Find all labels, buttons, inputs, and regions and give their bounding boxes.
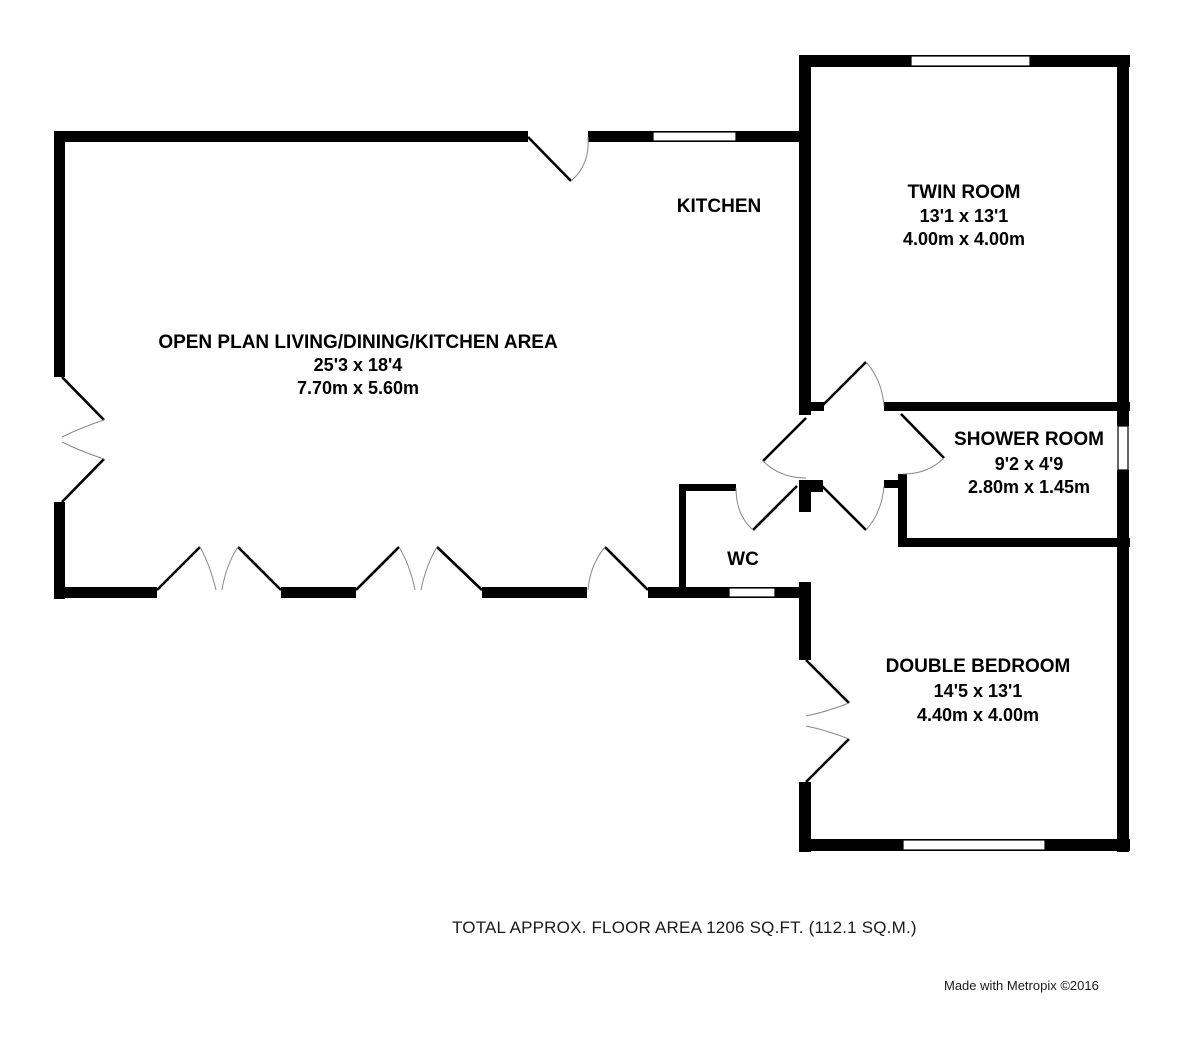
shower-room-name: SHOWER ROOM [954,429,1104,450]
open-plan-imperial: 25'3 x 18'4 [314,355,403,375]
door-living-bottom-single [587,546,649,591]
room-label-twin-room: TWIN ROOM 13'1 x 13'1 4.00m x 4.00m [903,182,1025,249]
door-hallway-left [762,417,807,479]
door-living-left-french [61,376,105,503]
door-kitchen-top [527,136,589,182]
door-shower-room [900,413,945,475]
door-double-bedroom-french [805,659,850,783]
door-twin-room [821,361,885,407]
shower-room-imperial: 9'2 x 4'9 [995,454,1064,474]
window-twin-room [910,55,1031,67]
windows [652,55,1129,851]
door-living-bottom-french-2 [355,546,483,591]
shower-room-metric: 2.80m x 1.45m [968,477,1090,497]
double-bedroom-metric: 4.40m x 4.00m [917,705,1039,725]
total-floor-area: TOTAL APPROX. FLOOR AREA 1206 SQ.FT. (11… [452,918,917,937]
double-bedroom-imperial: 14'5 x 13'1 [934,681,1023,701]
door-wc [735,485,798,531]
doors [61,136,945,783]
bedroom-block-walls [799,55,1130,852]
room-label-kitchen: KITCHEN [677,196,761,217]
door-double-bedroom-hall [821,485,885,531]
twin-room-imperial: 13'1 x 13'1 [920,206,1009,226]
wc-walls [679,484,736,592]
window-wc [728,587,776,598]
window-kitchen [652,131,737,142]
room-label-wc: WC [727,549,759,570]
twin-room-metric: 4.00m x 4.00m [903,229,1025,249]
kitchen-name: KITCHEN [677,196,761,217]
window-double-bedroom [902,839,1046,851]
window-shower-room [1117,425,1129,471]
room-label-shower-room: SHOWER ROOM 9'2 x 4'9 2.80m x 1.45m [954,429,1104,497]
wc-name: WC [727,549,759,570]
room-label-double-bedroom: DOUBLE BEDROOM 14'5 x 13'1 4.40m x 4.00m [886,656,1071,725]
open-plan-metric: 7.70m x 5.60m [297,378,419,398]
open-plan-name: OPEN PLAN LIVING/DINING/KITCHEN AREA [158,332,558,353]
door-living-bottom-french-1 [156,546,282,591]
double-bedroom-name: DOUBLE BEDROOM [886,656,1071,677]
room-label-open-plan: OPEN PLAN LIVING/DINING/KITCHEN AREA 25'… [158,332,558,398]
twin-room-name: TWIN ROOM [908,182,1021,203]
metropix-credit: Made with Metropix ©2016 [944,978,1099,993]
